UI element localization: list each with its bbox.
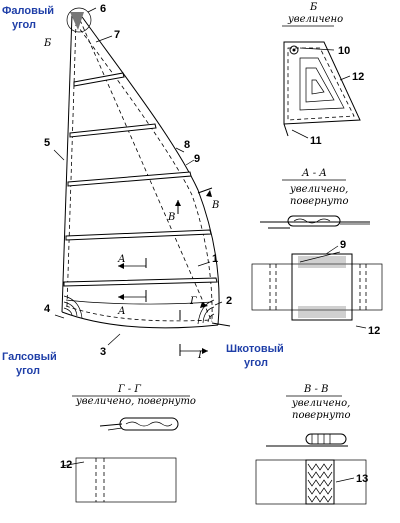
cut-g-letter-bottom: Г — [197, 350, 205, 361]
callout-6: 6 — [100, 3, 106, 15]
cut-g-g — [179, 302, 208, 356]
section-aa-title: А - А — [301, 168, 327, 179]
cut-a-letter-bottom: А — [117, 306, 126, 317]
section-g-g: Г - Г увеличено, повернуто 12 — [60, 384, 196, 503]
sail-outline — [61, 13, 220, 329]
section-gg-title: Г - Г — [117, 384, 141, 395]
clew-corner-label-1: Шкотовый — [226, 343, 284, 355]
callout-1: 1 — [212, 253, 218, 265]
section-vv-title: В - В — [303, 384, 328, 395]
detail-b: Б увеличено 10 12 11 — [282, 2, 364, 147]
section-a-a: А - А увеличено, повернуто 9 12 — [251, 168, 383, 337]
callout-11: 11 — [310, 135, 322, 147]
detail-b-title: Б — [309, 2, 318, 13]
callout-10: 10 — [338, 45, 350, 57]
section-aa-caption-1: увеличено, — [289, 184, 348, 195]
head-corner-label-1: Фаловый — [2, 5, 54, 17]
callout-4: 4 — [44, 303, 51, 315]
callout-2: 2 — [226, 295, 232, 307]
section-gg-caption: увеличено, повернуто — [75, 396, 196, 407]
callout-9-section: 9 — [340, 239, 346, 251]
callout-3: 3 — [100, 346, 106, 358]
head-corner-label-2: угол — [12, 19, 36, 31]
cut-a-letter-top: А — [117, 254, 126, 265]
callout-5: 5 — [44, 137, 50, 149]
cut-v-letter-right: В — [211, 200, 219, 211]
cut-v-v — [175, 187, 213, 214]
section-aa-caption-2: повернуто — [290, 196, 349, 207]
battens — [63, 72, 218, 287]
clew-corner-label-2: угол — [244, 357, 268, 369]
detail-b-letter: Б — [43, 38, 52, 49]
tack-corner-label-1: Галсовый — [2, 351, 57, 363]
section-vv-caption-1: увеличено, — [291, 398, 350, 409]
section-vv-caption-2: повернуто — [292, 410, 351, 421]
callout-12-section-gg: 12 — [60, 459, 72, 471]
cut-g-letter-top: Г — [189, 296, 197, 307]
tack-patch — [63, 295, 83, 319]
leader-lines — [53, 7, 223, 346]
cut-v-letter-left: В — [167, 212, 175, 223]
callout-12-section-aa: 12 — [368, 325, 380, 337]
clew-patch — [197, 299, 231, 327]
callout-8: 8 — [184, 139, 190, 151]
head-patch — [66, 7, 92, 33]
detail-b-caption: увеличено — [287, 14, 343, 25]
callout-9-main: 9 — [194, 153, 200, 165]
callout-13: 13 — [356, 473, 368, 485]
tack-corner-label-2: угол — [16, 365, 40, 377]
section-v-v: В - В увеличено, повернуто 13 — [255, 384, 368, 505]
cut-a-a — [118, 258, 147, 302]
callout-7: 7 — [114, 29, 120, 41]
callout-12-detail-b: 12 — [352, 71, 364, 83]
